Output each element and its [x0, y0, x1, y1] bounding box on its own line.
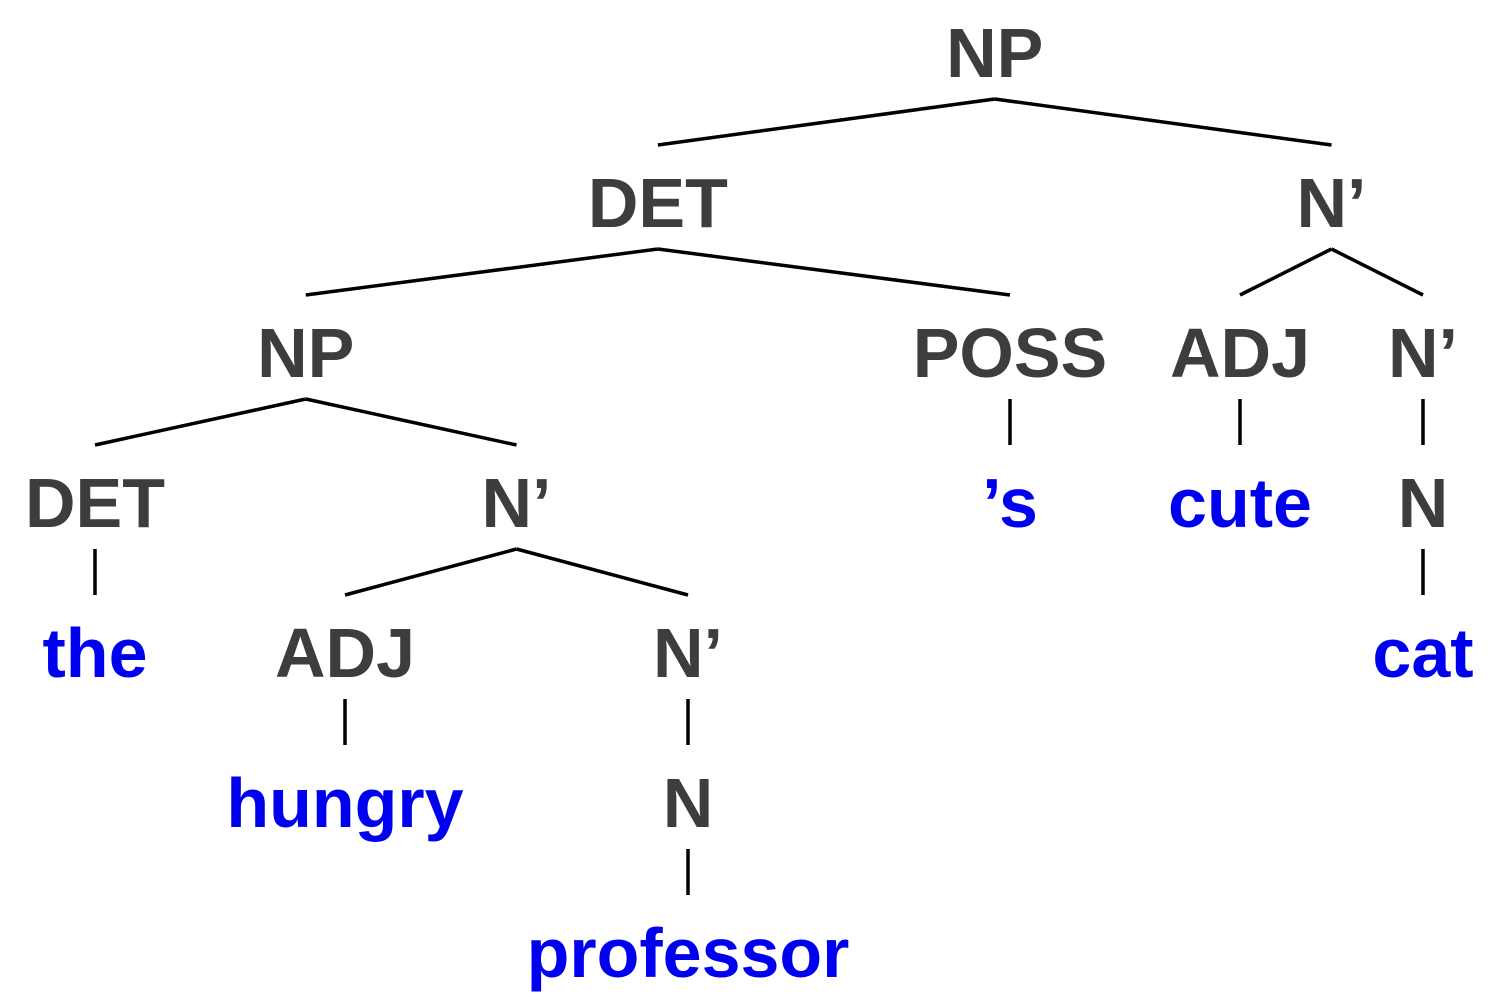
- tree-edge: [1330, 247, 1424, 297]
- word-bars: ’s: [982, 464, 1038, 542]
- tree-edge: [657, 97, 995, 147]
- node-adj: ADJ: [1170, 314, 1310, 392]
- tree-edge: [657, 247, 1011, 297]
- tree-edge: [1239, 247, 1333, 297]
- node-np: NP: [946, 14, 1043, 92]
- word-the: the: [43, 614, 148, 692]
- tree-edge: [94, 397, 307, 447]
- node-nbar: N’: [1388, 314, 1458, 392]
- node-n: N: [1398, 464, 1449, 542]
- node-np: NP: [257, 314, 354, 392]
- word-cat: cat: [1372, 614, 1473, 692]
- word-cute: cute: [1168, 464, 1312, 542]
- tree-edge: [344, 547, 517, 597]
- node-n: N: [663, 764, 714, 842]
- node-nbar: N’: [1297, 164, 1367, 242]
- node-adj: ADJ: [275, 614, 415, 692]
- tree-edge: [305, 247, 659, 297]
- word-hungry: hungry: [226, 764, 463, 842]
- node-nbar: N’: [482, 464, 552, 542]
- tree-edge: [994, 97, 1332, 147]
- tree-edge: [305, 397, 517, 447]
- word-professor: professor: [527, 914, 850, 992]
- node-det: DET: [25, 464, 165, 542]
- tree-edge: [516, 547, 689, 597]
- node-det: DET: [588, 164, 728, 242]
- tree-edges: [93, 97, 1425, 895]
- node-poss: POSS: [913, 314, 1108, 392]
- node-nbar: N’: [653, 614, 723, 692]
